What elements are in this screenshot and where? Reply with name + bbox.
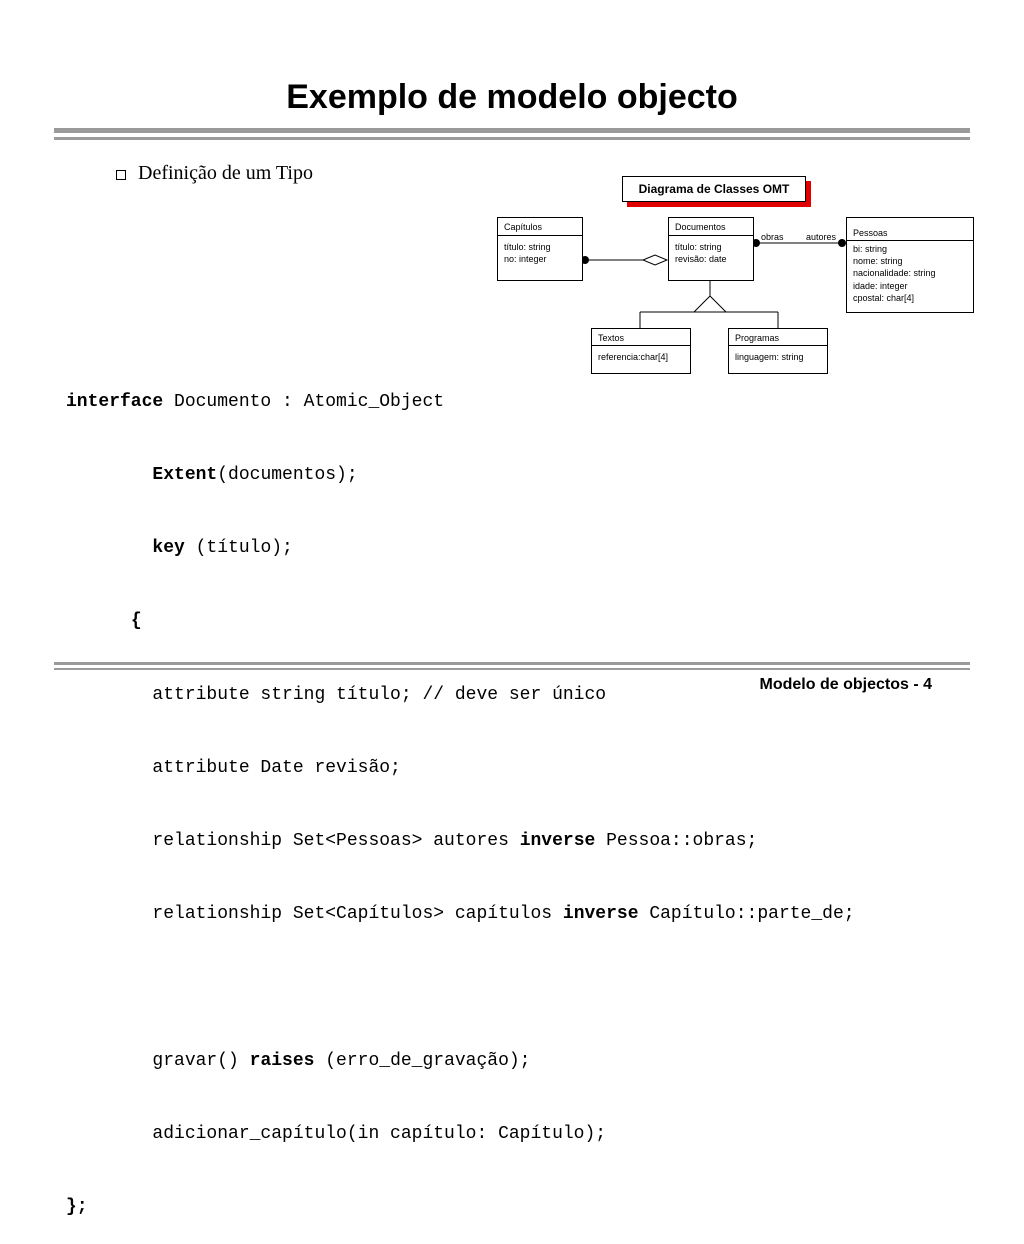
code-keyword: Extent bbox=[152, 465, 218, 486]
code-keyword: raises bbox=[249, 1050, 315, 1071]
class-attribute: título: string bbox=[504, 242, 551, 252]
role-obras: obras bbox=[761, 232, 784, 242]
code-closing: }; bbox=[66, 1197, 88, 1218]
class-attribute: referencia:char[4] bbox=[598, 352, 669, 362]
class-capitulos: Capítulos título: string no: integer bbox=[497, 217, 583, 281]
code-keyword: inverse bbox=[519, 831, 596, 852]
multiplicity-dot bbox=[838, 239, 846, 247]
class-attribute: bi: string bbox=[853, 244, 888, 254]
generalization-triangle bbox=[692, 295, 728, 313]
class-attribute: nacionalidade: string bbox=[853, 268, 936, 279]
class-attribute: revisão: date bbox=[675, 254, 727, 264]
class-attribute: no: integer bbox=[504, 254, 547, 264]
code-block: interface Documento : Atomic_Object Exte… bbox=[66, 341, 855, 1244]
title-divider bbox=[54, 128, 970, 133]
role-autores: autores bbox=[806, 232, 837, 242]
footer-label: Modelo de objectos - 4 bbox=[759, 676, 932, 693]
page-number: 4 bbox=[923, 676, 932, 693]
class-name: Pessoas bbox=[847, 218, 973, 241]
code-line: gravar() raises (erro_de_gravação); bbox=[66, 1050, 531, 1071]
code-blank-line bbox=[66, 975, 855, 999]
bullet-square-icon bbox=[116, 170, 126, 180]
code-line: attribute string título; // deve ser úni… bbox=[66, 684, 607, 705]
class-name: Capítulos bbox=[498, 218, 582, 236]
class-documentos: Documentos título: string revisão: date bbox=[668, 217, 754, 281]
title-divider-thin bbox=[54, 137, 970, 140]
class-attribute: linguagem: string bbox=[735, 352, 804, 362]
code-brace: { bbox=[130, 611, 142, 632]
class-attribute: cpostal: char[4] bbox=[853, 292, 915, 303]
code-line: adicionar_capítulo(in capítulo: Capítulo… bbox=[66, 1123, 607, 1144]
class-name: Documentos bbox=[669, 218, 753, 236]
multiplicity-dot bbox=[752, 239, 760, 247]
code-line: relationship Set<Pessoas> autores invers… bbox=[66, 831, 758, 852]
class-pessoas: Pessoas bi: string nome: string nacional… bbox=[846, 217, 974, 313]
aggregation-diamond bbox=[641, 254, 669, 266]
class-attribute: idade: integer bbox=[853, 280, 908, 291]
code-keyword: key bbox=[152, 538, 185, 559]
code-keyword: inverse bbox=[562, 904, 639, 925]
code-line: }; bbox=[66, 1195, 855, 1219]
code-line: interface Documento : Atomic_Object bbox=[66, 391, 445, 412]
code-line: relationship Set<Capítulos> capítulos in… bbox=[66, 904, 855, 925]
class-name: Textos bbox=[592, 329, 690, 346]
class-textos: Textos referencia:char[4] bbox=[591, 328, 691, 374]
slide-title: Exemplo de modelo objecto bbox=[286, 78, 738, 116]
bullet-text: Definição de um Tipo bbox=[138, 162, 313, 184]
class-attribute: título: string bbox=[675, 242, 722, 252]
class-programas: Programas linguagem: string bbox=[728, 328, 828, 374]
code-line: { bbox=[66, 609, 855, 633]
uml-connectors bbox=[581, 239, 846, 328]
footer-divider bbox=[54, 662, 970, 665]
code-line: attribute Date revisão; bbox=[66, 757, 401, 778]
multiplicity-dot bbox=[581, 256, 589, 264]
code-keyword: interface bbox=[66, 391, 164, 412]
class-name: Programas bbox=[729, 329, 827, 346]
code-line: key (título); bbox=[152, 538, 293, 559]
footer-divider-thin bbox=[54, 668, 970, 670]
diagram-title: Diagrama de Classes OMT bbox=[622, 176, 806, 202]
class-attribute: nome: string bbox=[853, 256, 903, 267]
code-line: Extent(documentos); bbox=[152, 465, 358, 486]
